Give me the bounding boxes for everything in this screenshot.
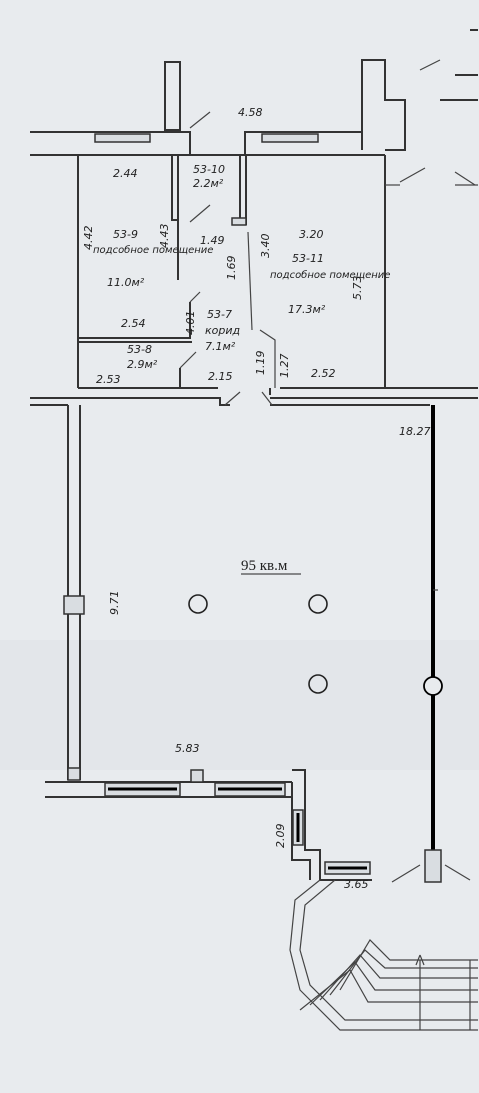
column-1	[188, 594, 208, 614]
dim-2-54: 2.54	[121, 317, 146, 330]
room-53-9-id: 53-9	[113, 228, 138, 241]
dim-3-20: 3.20	[299, 228, 324, 241]
dim-2-52: 2.52	[311, 367, 336, 380]
hall-columns	[188, 594, 328, 694]
bottom-facade	[45, 769, 372, 881]
room-53-8-area: 2.9м²	[127, 358, 158, 371]
room-53-9-area: 11.0м²	[107, 276, 145, 289]
room-53-11-name: подсобное помещение	[270, 269, 390, 281]
dim-2-44: 2.44	[113, 167, 138, 180]
dim-2-53: 2.53	[96, 373, 121, 386]
dim-1-49: 1.49	[200, 234, 225, 247]
dim-1-27: 1.27	[278, 354, 291, 379]
column-3	[308, 674, 328, 694]
dim-2-15: 2.15	[208, 370, 233, 383]
column-2	[308, 594, 328, 614]
dim-18-27: 18.27	[399, 425, 431, 438]
staircase	[289, 879, 478, 1031]
dim-4-43: 4.43	[158, 224, 171, 249]
dim-2-09: 2.09	[274, 824, 287, 849]
inner-partitions	[78, 155, 276, 395]
dim-4-58: 4.58	[238, 106, 263, 119]
column-beam	[423, 676, 443, 696]
room-53-7-id: 53-7	[207, 308, 232, 321]
room-53-11-id: 53-11	[292, 252, 324, 265]
room-labels: 53-10 2.2м² 53-9 подсобное помещение 11.…	[93, 163, 390, 575]
dim-3-40: 3.40	[259, 234, 272, 259]
dim-3-65: 3.65	[344, 878, 369, 891]
room-53-7-area: 7.1м²	[205, 340, 236, 353]
dim-4-01: 4.01	[184, 311, 197, 336]
total-area-label: 95 кв.м	[241, 558, 288, 574]
dim-9-71: 9.71	[108, 591, 121, 616]
beam-line	[391, 405, 471, 883]
scan-shade	[0, 640, 479, 770]
hall-left-wall	[63, 405, 85, 781]
room-53-10-id: 53-10	[193, 163, 225, 176]
room-53-8-id: 53-8	[127, 343, 152, 356]
room-53-10-area: 2.2м²	[193, 177, 224, 190]
room-53-7-name: корид	[205, 324, 240, 337]
dim-4-42: 4.42	[82, 226, 95, 251]
room-53-11-area: 17.3м²	[288, 303, 326, 316]
dim-5-73: 5.73	[351, 276, 364, 301]
column-left-wall	[63, 595, 85, 615]
dimension-labels: 4.58 2.44 4.42 4.43 1.49 3.40 3.20 5.73 …	[82, 106, 431, 891]
dim-1-69: 1.69	[225, 256, 238, 281]
dim-1-19: 1.19	[254, 351, 267, 376]
dim-5-83: 5.83	[175, 742, 200, 755]
room-53-9-name: подсобное помещение	[93, 244, 213, 256]
main-wall	[30, 387, 478, 406]
